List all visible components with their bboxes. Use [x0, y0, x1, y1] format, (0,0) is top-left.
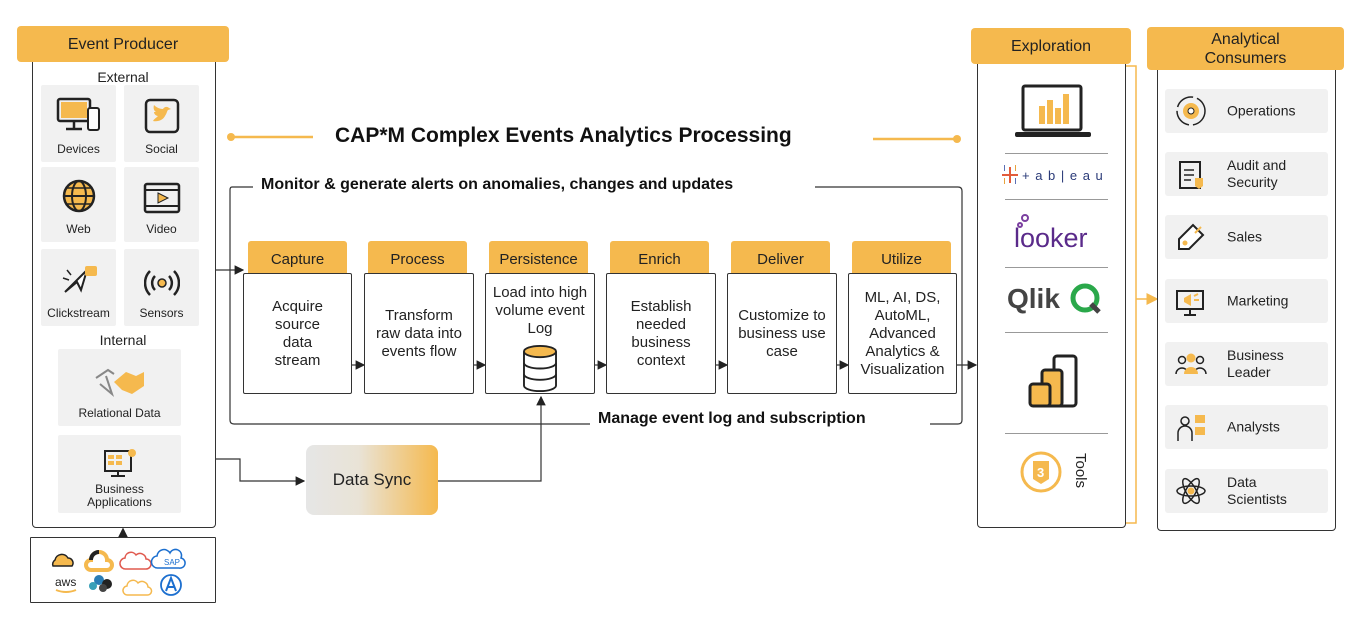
producer-relational-data[interactable]: Relational Data — [58, 349, 181, 426]
consumer-audit-security[interactable]: Audit and Security — [1165, 152, 1328, 196]
stage-utilize-body[interactable]: ML, AI, DS, AutoML, Advanced Analytics &… — [848, 273, 957, 394]
consumer-operations[interactable]: Operations — [1165, 89, 1328, 133]
sap-icon: SAP — [150, 548, 186, 569]
data-sync-box[interactable]: Data Sync — [306, 445, 438, 515]
consumer-analysts[interactable]: Analysts — [1165, 405, 1328, 449]
stage-enrich-header: Enrich — [610, 241, 709, 277]
stage-persistence-text: Load into high volume event Log — [492, 284, 588, 337]
analyst-icon — [1177, 415, 1205, 441]
salesforce-icon — [119, 551, 152, 570]
stage-persistence-header: Persistence — [489, 241, 588, 277]
azure-icon — [160, 574, 182, 596]
gear-icon — [1176, 96, 1206, 126]
handshake-icon — [94, 368, 144, 398]
consumer-label: Marketing — [1227, 292, 1289, 309]
video-icon — [143, 182, 180, 214]
consumer-business-leader[interactable]: Business Leader — [1165, 342, 1328, 386]
producer-devices[interactable]: Devices — [41, 85, 116, 162]
event-producer-header: Event Producer — [17, 26, 229, 62]
sensor-icon — [143, 270, 180, 296]
stage-deliver-header: Deliver — [731, 241, 830, 277]
monitor-label: Monitor & generate alerts on anomalies, … — [253, 176, 742, 194]
tableau-logo[interactable]: + a b | e a u — [1002, 164, 1110, 191]
megaphone-icon — [1176, 290, 1204, 316]
aws-icon: aws — [55, 575, 77, 593]
devices-icon — [56, 97, 100, 131]
database-icon — [523, 344, 557, 393]
atom-icon — [1176, 477, 1206, 505]
producer-item-label: Sensors — [139, 306, 184, 320]
svg-text:+ a b | e a u: + a b | e a u — [1022, 168, 1104, 183]
consumer-marketing[interactable]: Marketing — [1165, 279, 1328, 323]
twitter-icon — [144, 98, 179, 134]
price-tag-icon — [1178, 223, 1205, 250]
powerbi-laptop-icon — [1013, 82, 1093, 147]
globe-icon — [62, 179, 95, 213]
exploration-divider — [1005, 433, 1108, 434]
looker-logo[interactable]: looker — [1014, 212, 1096, 257]
exploration-divider — [1005, 153, 1108, 154]
stage-process-header: Process — [368, 241, 467, 277]
consumer-label: Business Leader — [1227, 347, 1284, 380]
consumer-label: Analysts — [1227, 418, 1280, 435]
cloud-sources-panel: SAP aws — [30, 537, 216, 603]
exploration-divider — [1005, 267, 1108, 268]
stage-capture-body[interactable]: Acquire source data stream — [243, 273, 352, 394]
business-app-icon — [103, 449, 136, 477]
page-title: CAP*M Complex Events Analytics Processin… — [335, 124, 792, 147]
producer-item-label: Business Applications — [87, 482, 152, 509]
svg-text:Tools: Tools — [1072, 453, 1089, 488]
producer-item-label: Devices — [57, 142, 100, 156]
producer-business-applications[interactable]: Business Applications — [58, 435, 181, 513]
stage-capture-header: Capture — [248, 241, 347, 277]
exploration-header: Exploration — [971, 28, 1131, 64]
cloud-logos: SAP aws — [51, 548, 186, 596]
powerbi-logo[interactable] — [1028, 352, 1084, 415]
producer-sensors[interactable]: Sensors — [124, 249, 199, 326]
google-cloud-icon — [84, 550, 114, 572]
exploration-divider — [1005, 199, 1108, 200]
stage-enrich-body[interactable]: Establish needed business context — [606, 273, 716, 394]
stage-utilize-header: Utilize — [852, 241, 951, 277]
stage-deliver-body[interactable]: Customize to business use case — [727, 273, 837, 394]
svg-text:aws: aws — [55, 575, 76, 589]
producer-item-label: Video — [146, 222, 177, 236]
producer-item-label: Relational Data — [78, 406, 161, 420]
stage-process-body[interactable]: Transform raw data into events flow — [364, 273, 474, 394]
producer-item-label: Social — [145, 142, 178, 156]
producer-web[interactable]: Web — [41, 167, 116, 242]
cloud-icon — [51, 553, 74, 567]
svg-text:Qlik: Qlik — [1007, 283, 1060, 314]
producer-clickstream[interactable]: Clickstream — [41, 249, 116, 326]
stage-persistence-body[interactable]: Load into high volume event Log — [485, 273, 595, 394]
consumers-header: Analytical Consumers — [1147, 27, 1344, 70]
external-label: External — [97, 69, 149, 85]
svg-text:SAP: SAP — [164, 558, 180, 567]
consumer-sales[interactable]: Sales — [1165, 215, 1328, 259]
qlik-logo[interactable]: Qlik — [1007, 280, 1105, 323]
consumer-label: Sales — [1227, 228, 1263, 245]
producer-social[interactable]: Social — [124, 85, 199, 162]
team-icon — [1175, 353, 1207, 375]
consumer-label: Data Scientists — [1227, 474, 1287, 507]
manage-label: Manage event log and subscription — [590, 410, 874, 428]
cloud-outline-icon — [122, 579, 153, 596]
clickstream-icon — [62, 266, 97, 293]
consumer-data-scientists[interactable]: Data Scientists — [1165, 469, 1328, 513]
producer-item-label: Web — [66, 222, 91, 236]
producer-item-label: Clickstream — [47, 306, 110, 320]
internal-label: Internal — [99, 332, 147, 348]
consumer-label: Audit and Security — [1227, 157, 1287, 190]
cloud-network-icon — [89, 575, 112, 592]
consumer-label: Operations — [1227, 102, 1296, 119]
audit-icon — [1179, 161, 1203, 189]
tools-icon[interactable]: 3 Tools — [1020, 447, 1092, 504]
producer-video[interactable]: Video — [124, 167, 199, 242]
svg-text:looker: looker — [1014, 223, 1088, 252]
svg-text:3: 3 — [1037, 465, 1044, 480]
exploration-divider — [1005, 332, 1108, 333]
